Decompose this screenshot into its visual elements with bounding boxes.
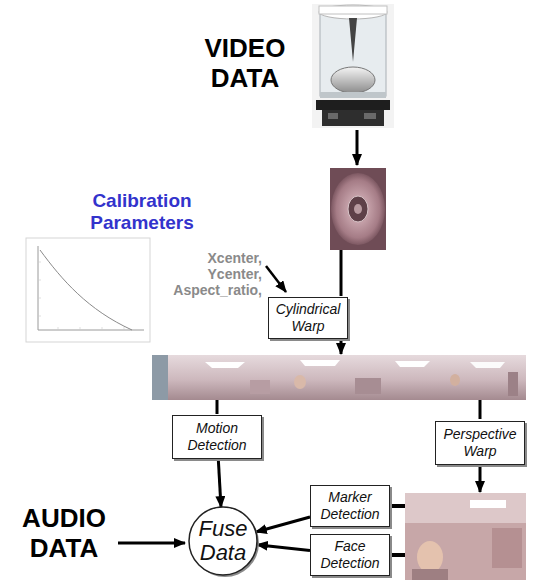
node-holder: Face Detection <box>310 534 390 576</box>
parameter-list: Xcenter, Ycenter, Aspect_ratio, <box>150 250 262 298</box>
section-heading: VIDEO DATA <box>190 34 300 94</box>
camera-photo <box>312 4 394 128</box>
process-box: Motion Detection <box>172 415 262 459</box>
node-holder: Marker Detection <box>310 485 390 527</box>
flow-arrow <box>218 459 221 507</box>
node-holder: Fuse Data <box>187 505 259 577</box>
node-text: Face Detection <box>316 538 384 572</box>
node-holder: Motion Detection <box>172 415 262 459</box>
perspective-image <box>405 493 526 580</box>
node-text: Marker Detection <box>316 489 384 523</box>
node-holder: Perspective Warp <box>435 421 525 465</box>
label-holder: VIDEO DATA <box>190 34 300 94</box>
node-text: Motion Detection <box>178 420 256 454</box>
label-holder: AUDIO DATA <box>12 504 116 564</box>
panorama-image <box>152 355 526 400</box>
calibration-graph <box>26 238 150 342</box>
label-holder: Calibration Parameters <box>62 190 222 234</box>
fusion-circle: Fuse Data <box>187 505 259 577</box>
flow-arrow <box>257 545 310 551</box>
node-text: Cylindrical Warp <box>274 301 342 335</box>
process-box: Marker Detection <box>310 485 390 527</box>
node-holder: Cylindrical Warp <box>268 297 348 339</box>
process-box: Face Detection <box>310 534 390 576</box>
node-text: Fuse Data <box>193 517 253 565</box>
section-heading: Calibration Parameters <box>62 190 222 234</box>
flow-arrow <box>256 517 310 532</box>
section-heading: AUDIO DATA <box>12 504 116 564</box>
node-text: Perspective Warp <box>441 426 519 460</box>
process-box: Perspective Warp <box>435 421 525 465</box>
fisheye-image <box>330 168 386 250</box>
label-holder: Xcenter, Ycenter, Aspect_ratio, <box>150 250 262 298</box>
process-box: Cylindrical Warp <box>268 297 348 339</box>
